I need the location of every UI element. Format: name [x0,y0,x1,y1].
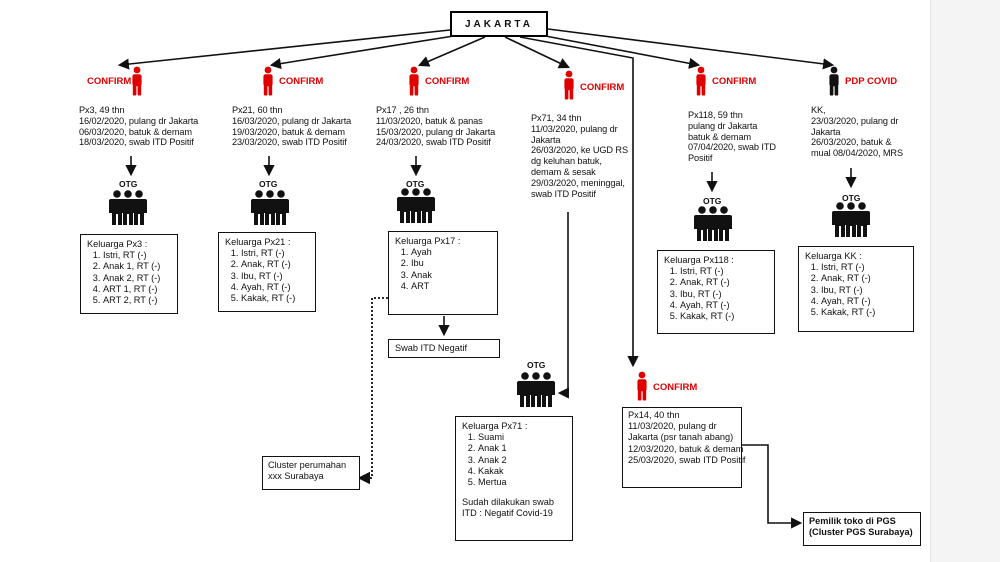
edge-px17-cluster [357,297,388,485]
edge-root-px3 [117,29,451,70]
status-label-px3: CONFIRM [87,76,132,87]
person-icon-px3 [132,66,142,96]
status-label-px17: CONFIRM [425,76,470,87]
person-icon-px17 [409,66,419,96]
otg-arrows [125,156,857,529]
linked-box-px14: Pemilik toko di PGS(Cluster PGS Surabaya… [803,512,921,546]
person-icon-px14 [637,371,647,401]
edge-root-px21 [269,34,461,70]
result-box-px17: Swab ITD Negatif [388,339,500,358]
root-node-jakarta: JAKARTA [450,11,548,37]
people-group-icon-px118 [694,206,732,241]
family-box-px71: Keluarga Px71 : SuamiAnak 1Anak 2KakakMe… [455,416,573,541]
status-label-px118: CONFIRM [712,76,757,87]
person-icon-px71 [564,70,574,100]
people-group-icon-px71 [517,372,555,407]
family-box-px21: Keluarga Px21 : Istri, RT (-)Anak, RT (-… [218,232,316,312]
otg-label-px118: OTG [703,196,722,206]
edge-root-px118 [539,34,701,69]
otg-label-px3: OTG [119,179,138,189]
status-label-px71: CONFIRM [580,82,625,93]
person-icon-px21 [263,66,273,96]
family-box-px17: Keluarga Px17 : AyahIbuAnakART [388,231,498,315]
otg-label-kk: OTG [842,193,861,203]
otg-label-px21: OTG [259,179,278,189]
family-box-px3: Keluarga Px3 : Istri, RT (-)Anak 1, RT (… [80,234,178,314]
right-margin-bar [930,0,1000,562]
family-box-px118: Keluarga Px118 : Istri, RT (-)Anak, RT (… [657,250,775,334]
edge-root-kk [547,28,835,70]
otg-label-px71: OTG [527,360,546,370]
edge-root-px17 [417,36,486,67]
family-box-kk: Keluarga KK : Istri, RT (-)Anak, RT (-)I… [798,246,914,332]
person-icon-px118 [696,66,706,96]
person-icon-kk [829,66,839,96]
people-group-icon-kk [832,202,870,237]
people-group-icon-px3 [109,190,147,225]
root-connectors [117,28,835,368]
status-label-px14: CONFIRM [653,382,698,393]
people-group-icon-px21 [251,190,289,225]
status-label-kk: PDP COVID [845,76,898,87]
status-label-px21: CONFIRM [279,76,324,87]
otg-label-px17: OTG [406,179,425,189]
edge-root-px71 [504,36,571,69]
people-group-icon-px17 [397,188,435,223]
edge-root-px14 [519,36,639,368]
